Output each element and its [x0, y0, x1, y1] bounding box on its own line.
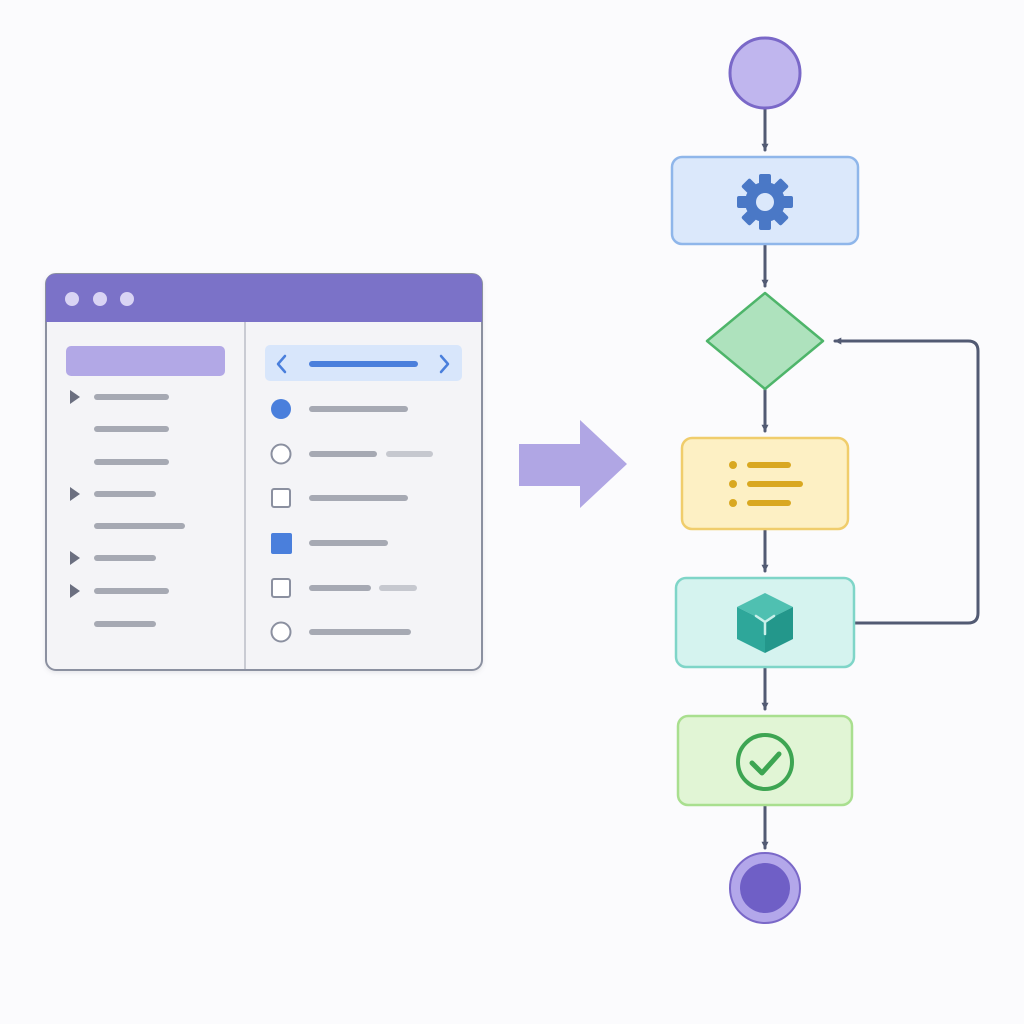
sidebar-item-label	[94, 523, 185, 529]
sidebar-item-label	[94, 426, 169, 432]
right-arrow-icon	[519, 420, 627, 508]
list-item[interactable]	[270, 443, 434, 465]
minimize-dot[interactable]	[93, 292, 107, 306]
option-list	[270, 399, 434, 643]
end-node[interactable]	[729, 852, 801, 924]
list-item-label	[309, 406, 408, 412]
sidebar-item-label	[94, 459, 169, 465]
list-item-label	[309, 540, 388, 546]
start-node[interactable]	[728, 36, 802, 110]
close-dot[interactable]	[65, 292, 79, 306]
sidebar-item-label	[94, 588, 169, 594]
sidebar-header[interactable]	[66, 346, 225, 376]
list-item-meta	[386, 451, 433, 457]
sidebar-item[interactable]	[94, 621, 156, 627]
list-item[interactable]	[271, 578, 417, 598]
chevron-right-icon[interactable]	[439, 354, 450, 374]
checkbox-checked[interactable]	[271, 533, 292, 554]
app-window	[45, 273, 483, 671]
checkbox-unchecked[interactable]	[271, 578, 291, 598]
sidebar-item[interactable]	[70, 584, 169, 598]
list-item-meta	[379, 585, 417, 591]
bulleted-list-icon	[729, 461, 803, 507]
list-item-label	[309, 585, 371, 591]
sidebar-item[interactable]	[70, 551, 156, 565]
list-item[interactable]	[271, 533, 388, 554]
sidebar-item-label	[94, 491, 156, 497]
flowchart-connectors	[761, 106, 980, 850]
sidebar-item-label	[94, 394, 169, 400]
radio-unselected[interactable]	[270, 621, 292, 643]
decision-node[interactable]	[705, 291, 825, 391]
window-titlebar	[46, 274, 482, 322]
list-item[interactable]	[271, 399, 408, 419]
list-item[interactable]	[270, 621, 412, 643]
success-box	[676, 714, 854, 807]
list-step-node[interactable]	[680, 436, 850, 531]
window-frame	[45, 273, 483, 671]
toolbar	[265, 345, 462, 381]
sidebar-item-label	[94, 621, 156, 627]
sidebar-item-label	[94, 555, 156, 561]
caret-right-icon[interactable]	[70, 584, 80, 598]
cube-icon	[737, 593, 793, 653]
sidebar-item[interactable]	[94, 459, 169, 465]
gear-icon	[737, 174, 793, 230]
radio-unselected[interactable]	[270, 443, 292, 465]
sidebar-item[interactable]	[94, 523, 185, 529]
flowchart	[670, 36, 860, 924]
package-step-node[interactable]	[674, 576, 856, 669]
checkbox-unchecked[interactable]	[271, 488, 291, 508]
list-item-label	[309, 629, 411, 635]
list-item-label	[309, 495, 408, 501]
sidebar-item[interactable]	[70, 487, 156, 501]
caret-right-icon[interactable]	[70, 487, 80, 501]
check-circle-icon	[736, 733, 794, 791]
edge-loop-back	[833, 337, 980, 625]
toolbar-title	[309, 361, 418, 367]
caret-right-icon[interactable]	[70, 390, 80, 404]
maximize-dot[interactable]	[120, 292, 134, 306]
process-node[interactable]	[670, 155, 860, 246]
list-item-label	[309, 451, 377, 457]
sidebar-item[interactable]	[70, 390, 169, 404]
list-item[interactable]	[271, 488, 408, 508]
sidebar	[66, 346, 225, 627]
chevron-left-icon[interactable]	[276, 354, 287, 374]
radio-selected[interactable]	[271, 399, 291, 419]
success-node[interactable]	[676, 714, 854, 807]
caret-right-icon[interactable]	[70, 551, 80, 565]
sidebar-item[interactable]	[94, 426, 169, 432]
